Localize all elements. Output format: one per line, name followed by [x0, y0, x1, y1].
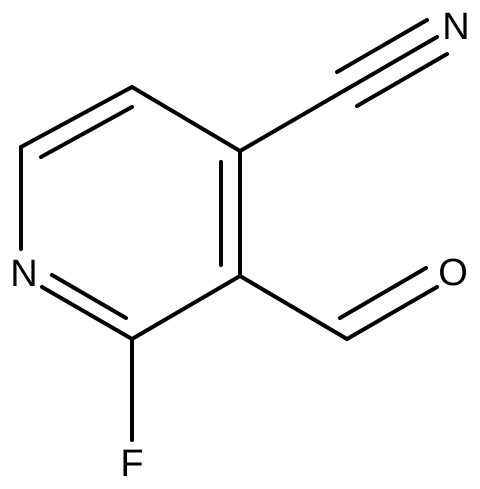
bond-c3-c2 [130, 274, 242, 341]
bond-cn-n-3 [355, 52, 449, 108]
bond-c6-c5-inner [39, 105, 134, 159]
bond-cn-n-2 [335, 18, 429, 74]
bond-c5-c4 [130, 85, 242, 153]
bond-cho-o-inner [338, 266, 428, 320]
bond-c3-cho [238, 274, 349, 341]
bond-c2-n1 [40, 285, 134, 341]
nitrile-n-label: N [442, 6, 469, 48]
bond-cn-n-1 [345, 35, 439, 91]
bond-c4-cn [238, 87, 349, 153]
bond-cho-o [345, 285, 439, 341]
fluorine-label: F [120, 443, 143, 485]
bond-c2-n1-inner [50, 273, 128, 320]
bond-c6-c5 [19, 85, 134, 149]
ring-n-label: N [10, 253, 37, 295]
aldehyde-o-label: O [438, 252, 468, 294]
